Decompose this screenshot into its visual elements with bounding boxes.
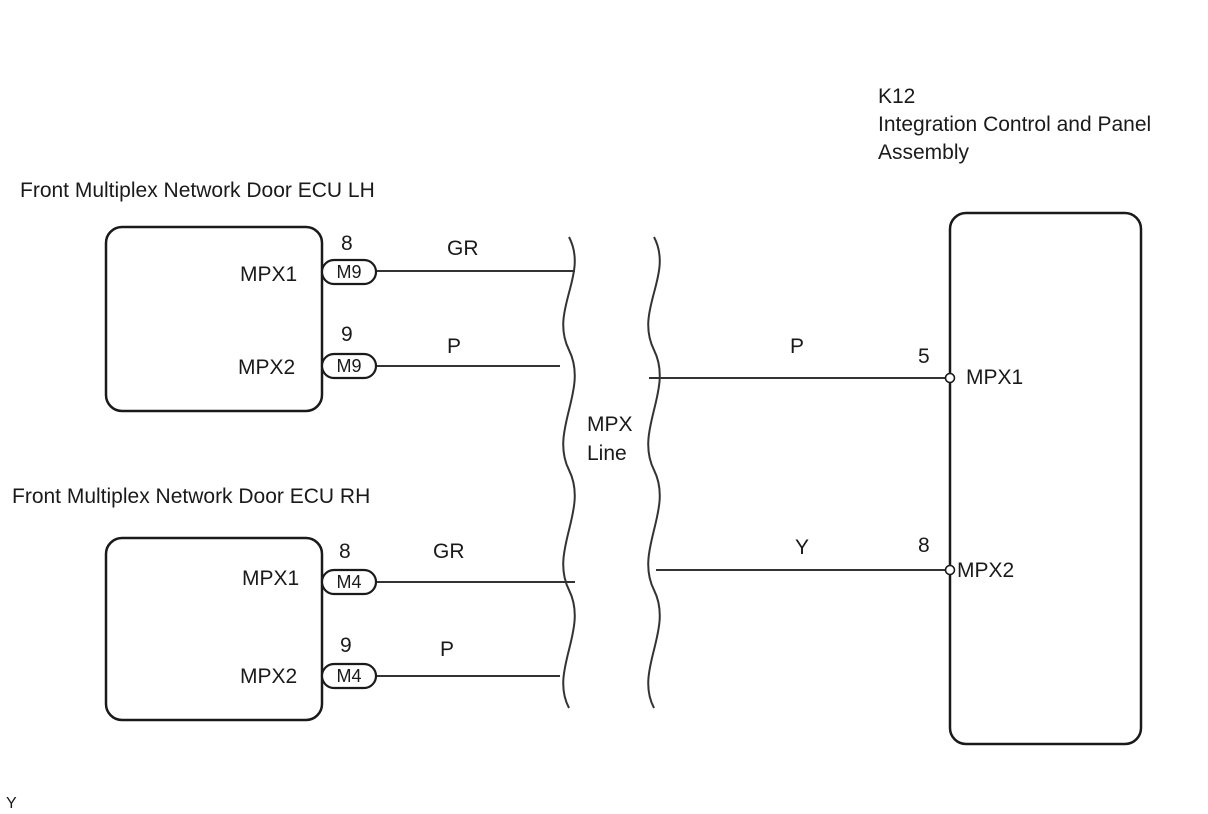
mpx-line-break-left — [562, 236, 576, 709]
ecu-rh-connector-pill-1 — [320, 568, 378, 596]
ecu-rh-terminal-mpx2: MPX2 — [240, 665, 297, 688]
ecu-rh-connector-label-1: M4 — [336, 572, 361, 592]
k12-name-line1: Integration Control and Panel — [878, 113, 1151, 136]
mpx-line-break-right — [647, 236, 661, 709]
ecu-rh-wire-color-mpx2: P — [440, 638, 454, 661]
ecu-lh-wire-color-mpx2: P — [447, 335, 461, 358]
ecu-lh-pin-8: 8 — [341, 232, 353, 255]
mpx-line-label-1: MPX — [587, 413, 633, 436]
k12-pin-5: 5 — [918, 345, 930, 368]
mpx-line-label-2: Line — [587, 442, 627, 465]
ecu-lh-connector-pill-2 — [320, 352, 378, 380]
k12-wire-color-mpx2: Y — [795, 536, 809, 559]
ecu-rh-terminal-mpx1: MPX1 — [242, 567, 299, 590]
ecu-lh-terminal-mpx1: MPX1 — [240, 263, 297, 286]
k12-name-line2: Assembly — [878, 141, 970, 164]
k12-pin-8: 8 — [918, 534, 930, 557]
k12-wire-color-mpx1: P — [790, 335, 804, 358]
ecu-rh-title: Front Multiplex Network Door ECU RH — [12, 485, 370, 508]
ecu-rh-wire-color-mpx1: GR — [433, 540, 465, 563]
ecu-rh-box — [104, 536, 324, 722]
ecu-lh-pin-9: 9 — [341, 323, 353, 346]
ecu-lh-connector-pill-1 — [320, 258, 378, 286]
ecu-lh-connector-label-2: M9 — [336, 356, 361, 376]
ecu-lh-terminal-mpx2: MPX2 — [238, 356, 295, 379]
ecu-rh-connector-label-2: M4 — [336, 666, 361, 686]
ecu-lh-wire-color-mpx1: GR — [447, 237, 479, 260]
k12-mpx2-terminal-dot — [944, 564, 956, 576]
ecu-lh-box — [104, 225, 324, 413]
ecu-rh-pin-9: 9 — [340, 634, 352, 657]
ecu-lh-title: Front Multiplex Network Door ECU LH — [20, 179, 375, 202]
corner-mark: Y — [6, 795, 17, 812]
k12-code: K12 — [878, 85, 915, 108]
ecu-rh-connector-pill-2 — [320, 662, 378, 690]
k12-terminal-mpx1: MPX1 — [966, 366, 1023, 389]
k12-terminal-mpx2: MPX2 — [957, 559, 1014, 582]
k12-box — [948, 211, 1143, 746]
ecu-lh-connector-label-1: M9 — [336, 262, 361, 282]
ecu-rh-pin-8: 8 — [339, 540, 351, 563]
k12-mpx1-terminal-dot — [944, 372, 956, 384]
